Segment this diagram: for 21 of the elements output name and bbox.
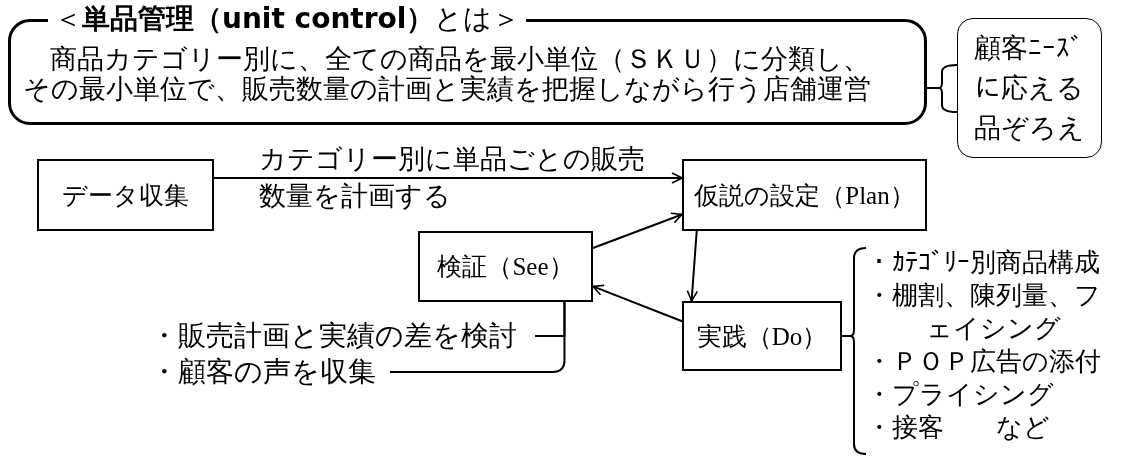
arrow [592, 284, 683, 323]
connector-line [389, 301, 566, 373]
list-item: ・接客 など [866, 412, 1050, 444]
arrow [213, 172, 683, 184]
curly-bracket [926, 64, 958, 113]
heading: ＜単品管理（unit control）とは＞ [48, 2, 527, 36]
arrow [592, 212, 683, 250]
process-box: 検証（See） [418, 231, 593, 302]
process-box: 仮説の設定（Plan） [682, 159, 927, 231]
list-item: ・ＰＯＰ広告の添付 [866, 346, 1101, 378]
arrow [686, 230, 699, 302]
list-item: ・棚割、陳列量、フェイシング [866, 280, 1102, 345]
process-box: データ収集 [37, 159, 214, 231]
edge-label: カテゴリー別に単品ごとの販売数量を計画する [259, 143, 646, 213]
list-item: ・ｶﾃｺﾞﾘｰ別商品構成 [866, 247, 1100, 279]
process-box: 実践（Do） [682, 301, 842, 371]
bullet-text: ・顧客の声を収集 [150, 354, 390, 390]
bullet-text: ・販売計画と実績の差を検討 [150, 318, 535, 354]
list-item: ・プライシング [866, 379, 1054, 411]
definition-text: 商品カテゴリー別に、全ての商品を最小単位（ＳＫＵ）に分類し、その最小単位で、販売数量の計画と実績を把握しながら行う店舗運営 [23, 44, 872, 104]
rounded-box: 顧客ﾆｰｽﾞに応える品ぞろえ [957, 18, 1102, 158]
